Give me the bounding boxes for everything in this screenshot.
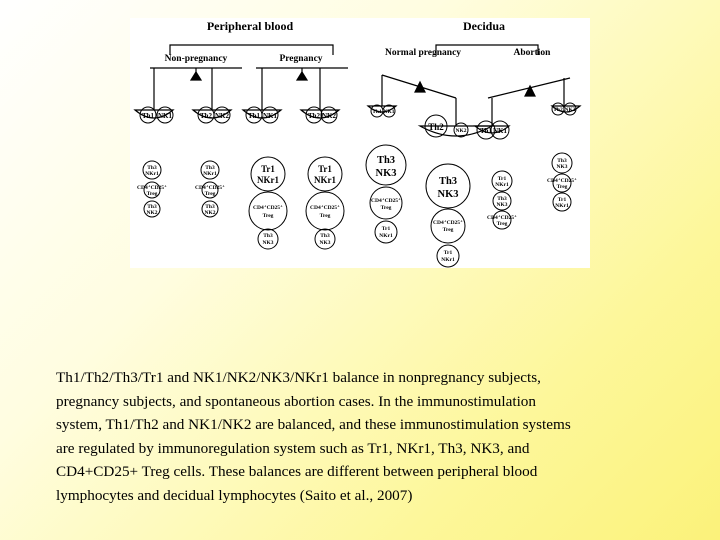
cell-label: CD4⁺CD25⁺: [310, 205, 340, 211]
pregnancy-label: Pregnancy: [279, 54, 322, 64]
cell-label: Th3: [439, 176, 457, 187]
cell-label: NK1: [493, 127, 508, 135]
cell-label: Th2: [553, 107, 563, 113]
cell-label: Treg: [443, 227, 454, 233]
cell-label: NK3: [438, 189, 459, 200]
decidua-header: Decidua: [463, 19, 505, 33]
abortion-label: Abortion: [514, 48, 552, 58]
cell-label: CD4⁺CD25⁺: [195, 185, 225, 191]
cell-label: Treg: [205, 191, 216, 197]
cell-label: CD4⁺CD25⁺: [487, 215, 517, 221]
decidua-bracket: [435, 44, 539, 55]
cell-label: Treg: [320, 213, 331, 219]
cell-label: Th2: [428, 122, 444, 132]
cell-label: Th2: [308, 112, 321, 120]
cell-label: NKr1: [203, 171, 217, 177]
cell-label: Th1: [480, 127, 493, 135]
cell-label: NK3: [376, 168, 397, 179]
cell-label: Tr1: [444, 250, 453, 256]
cell-label: Tr1: [498, 176, 507, 182]
cell-label: Th3: [320, 233, 330, 239]
cell-label: NKr1: [495, 182, 509, 188]
cell-label: Tr1: [382, 226, 391, 232]
cell-label: NK2: [205, 210, 216, 216]
cell-label: NK2: [456, 128, 467, 134]
cell-label: NKr1: [441, 257, 455, 263]
balance-diagram-svg: Peripheral blood Decidua Non-pregnancy P…: [133, 19, 582, 268]
peripheral-blood-header: Peripheral blood: [207, 19, 294, 33]
cell-label: CD4⁺CD25⁺: [433, 220, 463, 226]
cell-label: CD4⁺CD25⁺: [371, 198, 401, 204]
cell-label: NKr1: [145, 171, 159, 177]
cell-label: Th1: [142, 112, 155, 120]
cell-label: NK3: [557, 164, 568, 170]
cell-label: Th3: [377, 155, 395, 166]
cell-label: NKr1: [379, 233, 393, 239]
cell-label: CD4⁺CD25⁺: [137, 185, 167, 191]
cell-label: Th3: [263, 233, 273, 239]
balance-diagram-figure: Peripheral blood Decidua Non-pregnancy P…: [130, 18, 590, 268]
cell-label: Tr1: [318, 164, 332, 174]
cell-label: Treg: [381, 205, 392, 211]
cell-label: Th2: [200, 112, 213, 120]
cell-label: NKr1: [555, 203, 569, 209]
cell-label: Treg: [497, 221, 508, 227]
cell-label: Treg: [147, 191, 158, 197]
cell-label: Th3: [205, 165, 215, 171]
cell-label: NK2: [147, 210, 158, 216]
cell-label: Th1: [248, 112, 261, 120]
cell-label: NK1: [263, 112, 278, 120]
peripheral-bracket: [169, 44, 334, 55]
cell-label: NK2: [215, 112, 230, 120]
normal-pregnancy-label: Normal pregnancy: [385, 48, 461, 58]
cell-label: NK3: [497, 202, 508, 208]
cell-label: NK1: [384, 109, 395, 115]
cell-label: NK2: [565, 107, 576, 113]
cell-label: Th3: [557, 158, 567, 164]
cell-label: NK2: [322, 112, 337, 120]
normal-pregnancy-balance: [366, 74, 495, 137]
cell-label: NKr1: [257, 175, 279, 185]
pregnancy-balance: [241, 67, 348, 119]
cell-label: NKr1: [314, 175, 336, 185]
abortion-balance: [473, 77, 582, 134]
cell-label: Treg: [557, 184, 568, 190]
cell-label: Th3: [147, 204, 157, 210]
cell-label: Th1: [372, 109, 382, 115]
cell-label: NK1: [158, 112, 173, 120]
cell-label: Tr1: [261, 164, 275, 174]
cell-label: Th3: [205, 204, 215, 210]
cell-label: Treg: [263, 213, 274, 219]
cell-label: Tr1: [558, 197, 567, 203]
cell-label: NK3: [263, 240, 274, 246]
cell-label: Th3: [497, 196, 507, 202]
cell-label: Th3: [147, 165, 157, 171]
cell-label: CD4⁺CD25⁺: [253, 205, 283, 211]
non-pregnancy-balance: [133, 67, 242, 119]
figure-caption: Th1/Th2/Th3/Tr1 and NK1/NK2/NK3/NKr1 bal…: [56, 369, 571, 504]
non-pregnancy-label: Non-pregnancy: [165, 54, 228, 64]
cell-label: CD4⁺CD25⁺: [547, 178, 577, 184]
cell-label: NK3: [320, 240, 331, 246]
